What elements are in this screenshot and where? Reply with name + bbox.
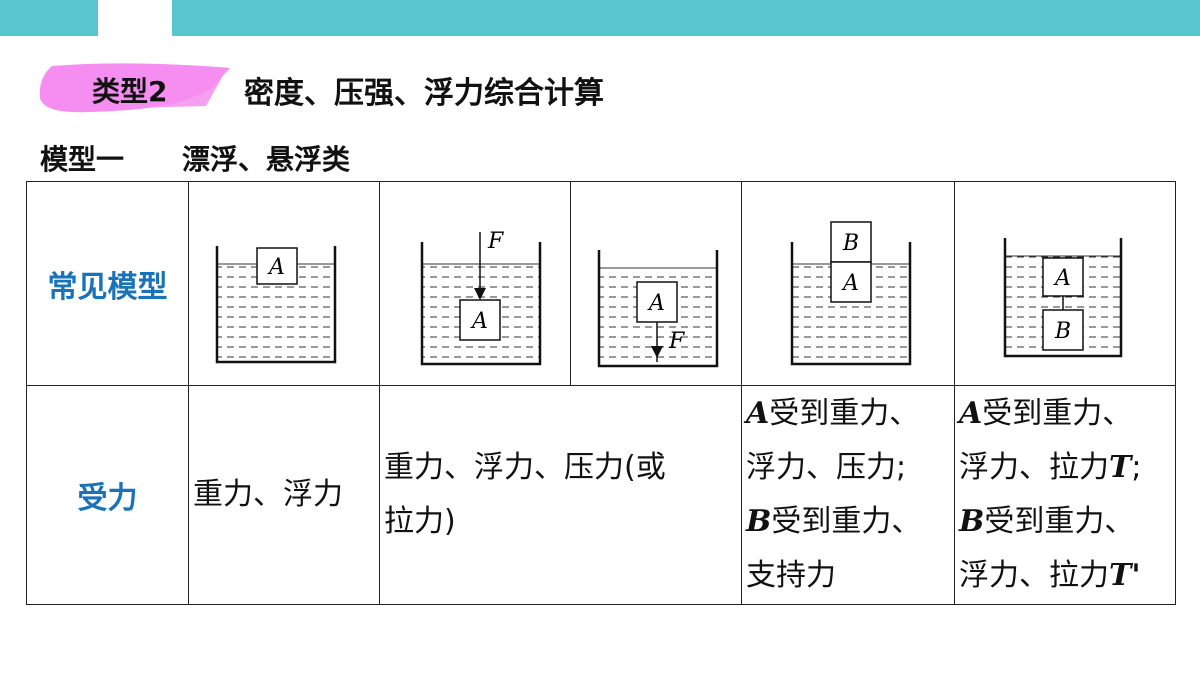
diagram-stacked: B A: [741, 181, 955, 386]
header-accent-bar-left: [0, 0, 98, 36]
block-a-label: A: [470, 309, 488, 334]
block-a-label: A: [841, 271, 859, 296]
diagram-floating: A: [188, 181, 380, 386]
block-b-label: B: [842, 231, 859, 256]
forces-stacked-line2: 浮力、压力;: [746, 450, 907, 485]
force-f-label: F: [668, 329, 685, 354]
model-table: 常见模型 A: [26, 181, 1176, 605]
type-label: 类型2: [92, 75, 168, 108]
row-header-models: 常见模型: [26, 181, 189, 386]
header-accent-bar-right: [172, 0, 1200, 36]
forces-pressed-line1: 重力、浮力、压力(或: [384, 450, 666, 485]
block-a-label: A: [647, 291, 665, 316]
forces-stacked-line4: 支持力: [746, 558, 836, 593]
model-subtitle: 漂浮、悬浮类: [182, 143, 351, 176]
row-header-forces: 受力: [26, 385, 189, 605]
forces-connected-line2: 浮力、拉力T;: [959, 450, 1142, 485]
forces-stacked-line3: B受到重力、: [746, 504, 922, 539]
forces-floating: 重力、浮力: [188, 385, 380, 605]
diagram-pressed: A F: [379, 181, 571, 386]
forces-pressed-tethered: 重力、浮力、压力(或 拉力): [379, 385, 742, 605]
model-title: 模型一: [40, 143, 125, 176]
section-title: 密度、压强、浮力综合计算: [244, 76, 604, 111]
block-a-label: A: [267, 255, 285, 280]
forces-pressed-line2: 拉力): [384, 504, 456, 539]
forces-connected-line3: B受到重力、: [959, 504, 1135, 539]
forces-connected-line4: 浮力、拉力T': [959, 558, 1141, 593]
block-b-label: B: [1054, 319, 1071, 344]
forces-stacked-line1: A受到重力、: [746, 396, 920, 431]
type-badge-highlight: [30, 58, 240, 118]
forces-floating-text: 重力、浮力: [193, 477, 343, 512]
force-f-label: F: [487, 229, 504, 254]
forces-connected: A受到重力、 浮力、拉力T; B受到重力、 浮力、拉力T': [954, 385, 1176, 605]
forces-stacked: A受到重力、 浮力、压力; B受到重力、 支持力: [741, 385, 955, 605]
block-a-label: A: [1053, 266, 1071, 291]
diagram-tethered: A F: [570, 181, 742, 386]
diagram-connected: A B: [954, 181, 1176, 386]
forces-connected-line1: A受到重力、: [959, 396, 1133, 431]
